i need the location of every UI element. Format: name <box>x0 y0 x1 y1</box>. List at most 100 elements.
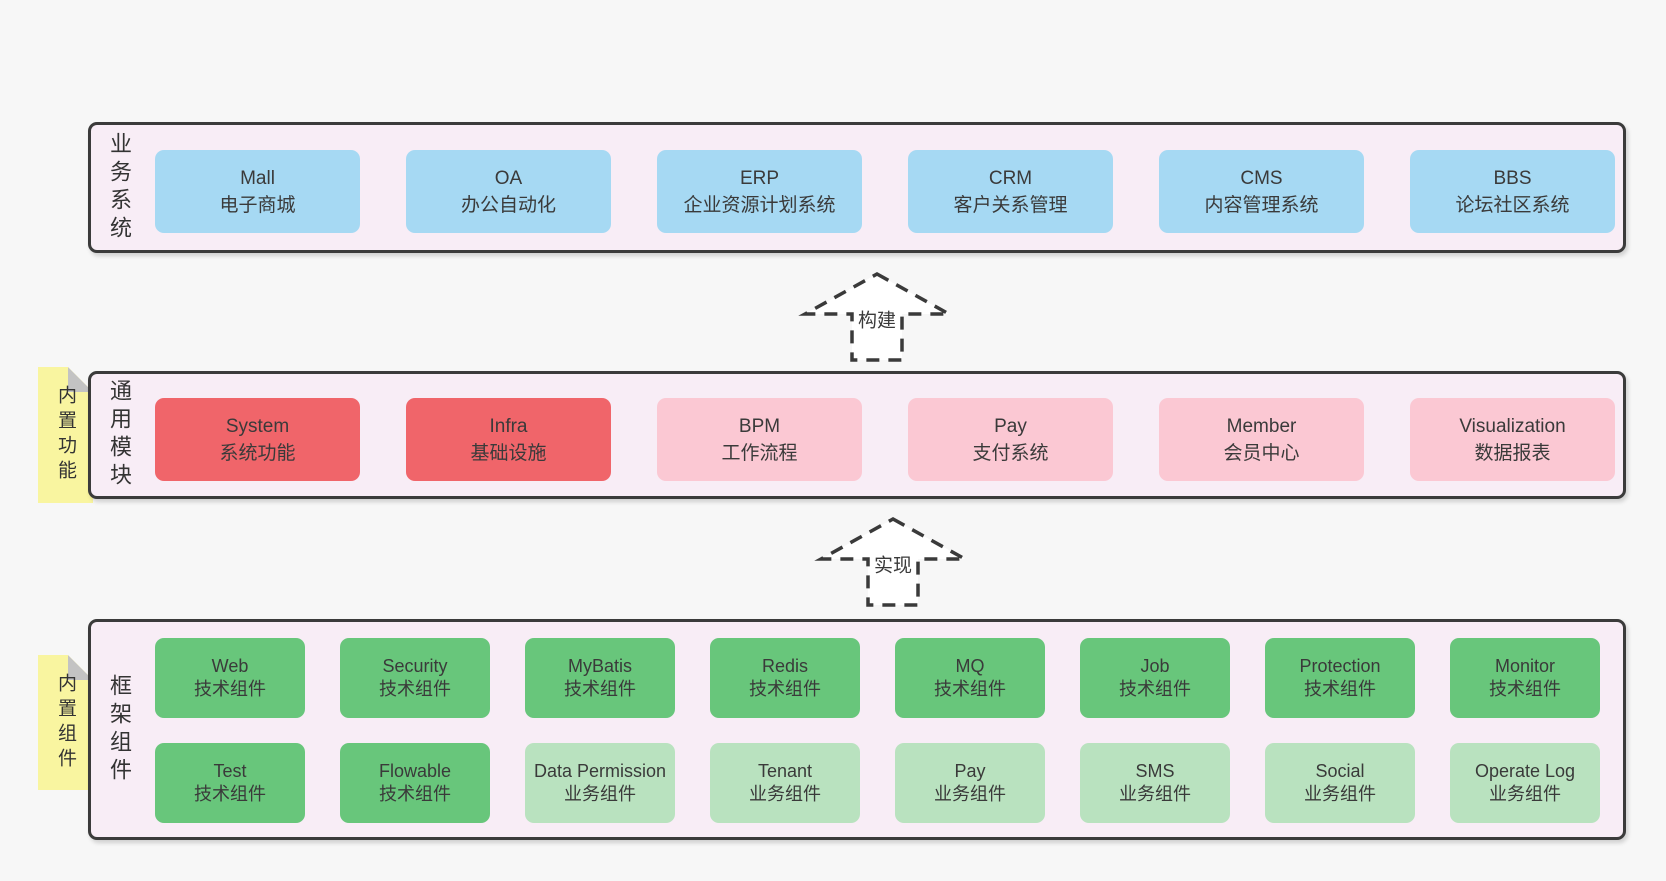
box-label-zh: 电子商城 <box>219 194 296 216</box>
box-label-en: CMS <box>1240 167 1283 189</box>
box-member: Member 会员中心 <box>1159 398 1364 481</box>
box-label-en: Protection <box>1299 656 1381 676</box>
modules-boxes-row: System 系统功能 Infra 基础设施 BPM 工作流程 Pay 支付系统… <box>155 398 1615 481</box>
box-label-en: Visualization <box>1459 415 1566 437</box>
box-label-zh: 技术组件 <box>934 679 1006 699</box>
box-label-en: Member <box>1226 415 1297 437</box>
note-label: 内置功能 <box>55 385 76 485</box>
framework-boxes-row-top: Web 技术组件 Security 技术组件 MyBatis 技术组件 Redi… <box>155 638 1600 718</box>
panel-framework-components: 框架组件 Web 技术组件 Security 技术组件 MyBatis 技术组件… <box>88 619 1626 840</box>
box-label-zh: 技术组件 <box>749 679 821 699</box>
box-protection: Protection 技术组件 <box>1265 638 1415 718</box>
box-label-zh: 技术组件 <box>564 679 636 699</box>
arrow-label: 实现 <box>870 549 916 579</box>
note-label: 内置组件 <box>55 672 76 773</box>
box-label-zh: 业务组件 <box>1119 784 1191 804</box>
box-mybatis: MyBatis 技术组件 <box>525 638 675 718</box>
box-erp: ERP 企业资源计划系统 <box>657 150 862 233</box>
box-label-zh: 数据报表 <box>1474 442 1551 464</box>
box-label-zh: 企业资源计划系统 <box>683 194 836 216</box>
box-label-zh: 内容管理系统 <box>1204 194 1319 216</box>
box-label-en: Pay <box>954 761 986 781</box>
box-label-zh: 支付系统 <box>972 442 1049 464</box>
box-operate-log: Operate Log 业务组件 <box>1450 743 1600 823</box>
box-label-zh: 业务组件 <box>934 784 1006 804</box>
box-label-zh: 客户关系管理 <box>953 194 1068 216</box>
box-label-en: OA <box>494 167 523 189</box>
box-label-en: Web <box>211 656 249 676</box>
box-label-zh: 基础设施 <box>470 442 547 464</box>
box-label-zh: 技术组件 <box>379 679 451 699</box>
box-label-en: BBS <box>1493 167 1532 189</box>
box-label-zh: 技术组件 <box>1119 679 1191 699</box>
box-social: Social 业务组件 <box>1265 743 1415 823</box>
box-label-en: Tenant <box>757 761 813 781</box>
box-data-permission: Data Permission 业务组件 <box>525 743 675 823</box>
box-label-en: Mall <box>240 167 275 189</box>
box-web: Web 技术组件 <box>155 638 305 718</box>
box-label-en: Job <box>1140 656 1170 676</box>
box-crm: CRM 客户关系管理 <box>908 150 1113 233</box>
box-pay-business: Pay 业务组件 <box>895 743 1045 823</box>
box-label-en: Social <box>1315 761 1365 781</box>
box-label-zh: 会员中心 <box>1223 442 1300 464</box>
box-cms: CMS 内容管理系统 <box>1159 150 1364 233</box>
box-label-zh: 办公自动化 <box>460 194 556 216</box>
box-label-en: Monitor <box>1494 656 1556 676</box>
box-label-zh: 技术组件 <box>194 784 266 804</box>
box-label-en: Pay <box>994 415 1027 437</box>
box-monitor: Monitor 技术组件 <box>1450 638 1600 718</box>
box-label-en: Operate Log <box>1474 761 1576 781</box>
box-bpm: BPM 工作流程 <box>657 398 862 481</box>
box-security: Security 技术组件 <box>340 638 490 718</box>
business-boxes-row: Mall 电子商城 OA 办公自动化 ERP 企业资源计划系统 CRM 客户关系… <box>155 150 1615 233</box>
box-label-zh: 工作流程 <box>721 442 798 464</box>
box-label-en: MyBatis <box>567 656 632 676</box>
box-label-zh: 技术组件 <box>1489 679 1561 699</box>
box-label-en: System <box>225 415 290 437</box>
box-mall: Mall 电子商城 <box>155 150 360 233</box>
box-mq: MQ 技术组件 <box>895 638 1045 718</box>
box-label-zh: 业务组件 <box>749 784 821 804</box>
box-label-en: BPM <box>738 415 781 437</box>
box-label-zh: 业务组件 <box>1489 784 1561 804</box>
box-label-zh: 技术组件 <box>1304 679 1376 699</box>
box-bbs: BBS 论坛社区系统 <box>1410 150 1615 233</box>
box-label-en: MQ <box>955 656 985 676</box>
box-label-en: Security <box>382 656 448 676</box>
box-test: Test 技术组件 <box>155 743 305 823</box>
box-label-en: Redis <box>761 656 809 676</box>
note-built-in-features: 内置功能 <box>38 367 93 503</box>
box-label-zh: 技术组件 <box>379 784 451 804</box>
box-label-zh: 技术组件 <box>194 679 266 699</box>
box-label-zh: 论坛社区系统 <box>1455 194 1570 216</box>
panel-label-business-systems: 业务系统 <box>107 131 132 244</box>
box-label-en: Data Permission <box>533 761 667 781</box>
box-job: Job 技术组件 <box>1080 638 1230 718</box>
framework-boxes-row-bottom: Test 技术组件 Flowable 技术组件 Data Permission … <box>155 743 1600 823</box>
panel-label-common-modules: 通用模块 <box>107 379 132 491</box>
box-oa: OA 办公自动化 <box>406 150 611 233</box>
box-visualization: Visualization 数据报表 <box>1410 398 1615 481</box>
box-redis: Redis 技术组件 <box>710 638 860 718</box>
panel-common-modules: 通用模块 System 系统功能 Infra 基础设施 BPM 工作流程 Pay… <box>88 371 1626 499</box>
box-label-en: Flowable <box>378 761 452 781</box>
box-tenant: Tenant 业务组件 <box>710 743 860 823</box>
box-label-en: ERP <box>739 167 780 189</box>
box-label-en: SMS <box>1135 761 1175 781</box>
box-label-zh: 业务组件 <box>1304 784 1376 804</box>
box-label-zh: 业务组件 <box>564 784 636 804</box>
box-flowable: Flowable 技术组件 <box>340 743 490 823</box>
note-built-in-components: 内置组件 <box>38 655 93 790</box>
panel-label-framework-components: 框架组件 <box>107 673 132 786</box>
box-label-en: CRM <box>988 167 1033 189</box>
arrow-label: 构建 <box>854 304 900 334</box>
box-sms: SMS 业务组件 <box>1080 743 1230 823</box>
box-pay: Pay 支付系统 <box>908 398 1113 481</box>
box-system: System 系统功能 <box>155 398 360 481</box>
box-infra: Infra 基础设施 <box>406 398 611 481</box>
box-label-zh: 系统功能 <box>219 442 296 464</box>
arrow-implement: 实现 <box>813 516 973 608</box>
arrow-build: 构建 <box>797 271 957 363</box>
box-label-en: Infra <box>489 415 528 437</box>
